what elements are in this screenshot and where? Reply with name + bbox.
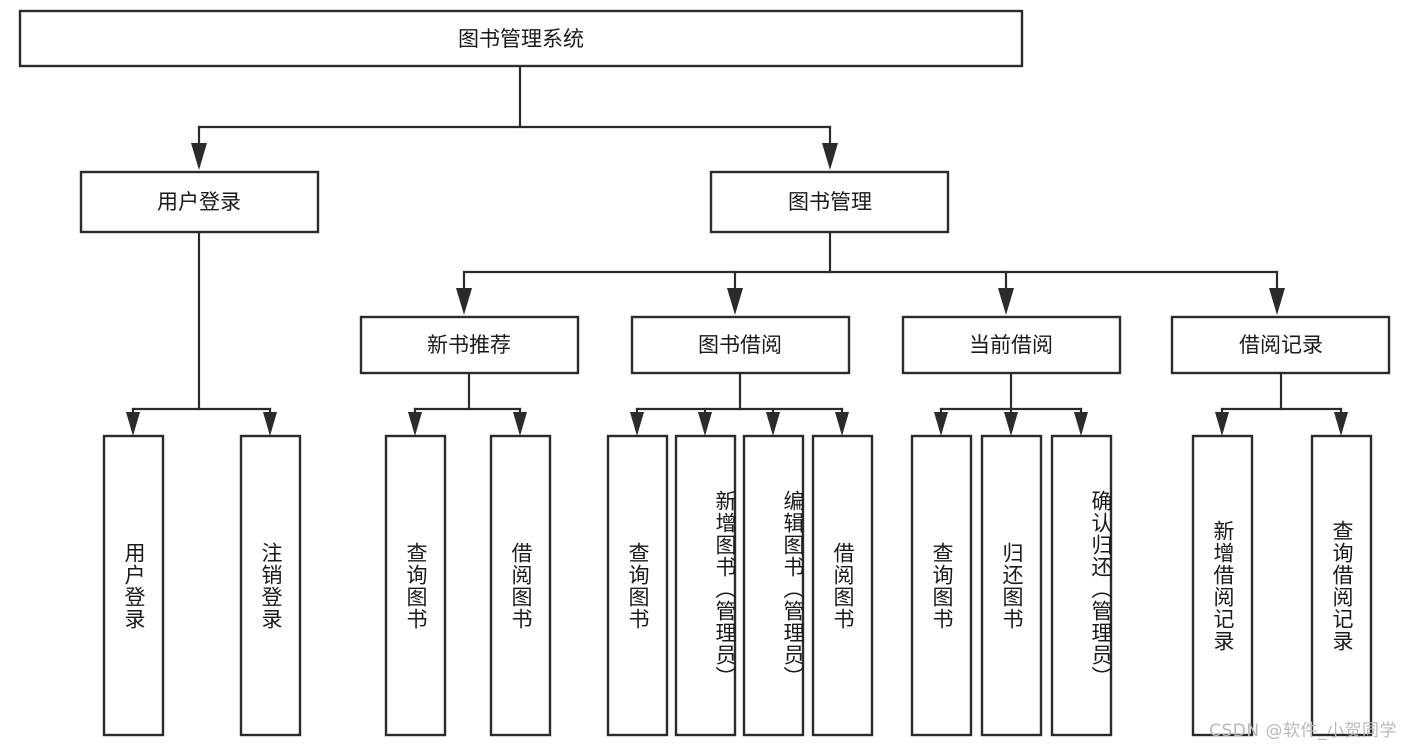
arrow-head-new-book-recommend bbox=[456, 288, 472, 315]
node-leaf-borrow-book-2-box[interactable] bbox=[811, 434, 874, 737]
arrow-head-leaf-logout bbox=[263, 412, 277, 436]
node-leaf-edit-book-box[interactable] bbox=[742, 434, 805, 737]
arrow-head-leaf-borrow-book-1 bbox=[513, 412, 527, 436]
arrow-head-borrow-record bbox=[1269, 288, 1285, 315]
node-borrow-record-box[interactable] bbox=[1170, 315, 1391, 375]
node-root-box[interactable] bbox=[18, 9, 1024, 68]
node-book-management-box[interactable] bbox=[709, 170, 950, 234]
arrow-head-leaf-query-book-1 bbox=[408, 412, 422, 436]
arrow-head-book-management bbox=[822, 143, 838, 170]
node-leaf-add-record-box[interactable] bbox=[1191, 434, 1254, 737]
node-leaf-query-book-3-box[interactable] bbox=[910, 434, 973, 737]
node-new-book-recommend-box[interactable] bbox=[359, 315, 580, 375]
csdn-watermark: CSDN @软件_小贺同学 bbox=[1209, 721, 1397, 741]
node-leaf-query-book-2-box[interactable] bbox=[606, 434, 669, 737]
arrow-head-leaf-query-record bbox=[1334, 412, 1348, 436]
node-root-label: 图书管理系统 bbox=[458, 27, 584, 51]
node-leaf-add-book-box[interactable] bbox=[674, 434, 737, 737]
connector-group-user-login bbox=[126, 230, 277, 436]
node-current-borrow-box[interactable] bbox=[901, 315, 1122, 375]
connector-group-root bbox=[191, 64, 838, 170]
connector-group-book-management bbox=[456, 230, 1285, 315]
node-leaf-return-book-box[interactable] bbox=[980, 434, 1043, 737]
node-current-borrow-label: 当前借阅 bbox=[969, 333, 1053, 357]
connector-group-book-borrow bbox=[630, 371, 849, 436]
node-user-login-box[interactable] bbox=[79, 170, 320, 234]
node-book-borrow-label: 图书借阅 bbox=[698, 333, 782, 357]
node-user-login-label: 用户登录 bbox=[157, 190, 241, 214]
arrow-head-current-borrow bbox=[998, 288, 1014, 315]
arrow-head-leaf-confirm-return bbox=[1074, 412, 1088, 436]
node-leaf-query-record-box[interactable] bbox=[1310, 434, 1373, 737]
arrow-head-user-login bbox=[191, 143, 207, 170]
node-book-management-label: 图书管理 bbox=[788, 190, 872, 214]
connector-group-borrow-record bbox=[1215, 371, 1348, 436]
arrow-head-leaf-query-book-3 bbox=[934, 412, 948, 436]
node-leaf-borrow-book-1-box[interactable] bbox=[489, 434, 552, 737]
node-leaf-query-book-1-box[interactable] bbox=[384, 434, 447, 737]
arrow-head-leaf-return-book bbox=[1004, 412, 1018, 436]
arrow-head-leaf-add-book bbox=[698, 412, 712, 436]
arrow-head-leaf-borrow-book-2 bbox=[835, 412, 849, 436]
node-leaf-confirm-return-box[interactable] bbox=[1050, 434, 1113, 737]
arrow-head-leaf-add-record bbox=[1215, 412, 1229, 436]
arrow-head-leaf-query-book-2 bbox=[630, 412, 644, 436]
node-borrow-record-label: 借阅记录 bbox=[1239, 333, 1323, 357]
node-leaf-logout-box[interactable] bbox=[239, 434, 302, 737]
arrow-head-leaf-user-login bbox=[126, 412, 140, 436]
arrow-head-leaf-edit-book bbox=[766, 412, 780, 436]
connector-group-new-book-recommend bbox=[408, 371, 527, 436]
arrow-head-book-borrow bbox=[727, 288, 743, 315]
node-leaf-user-login-box[interactable] bbox=[102, 434, 165, 737]
connector-group-current-borrow bbox=[934, 371, 1088, 436]
node-new-book-recommend-label: 新书推荐 bbox=[427, 333, 511, 357]
node-book-borrow-box[interactable] bbox=[630, 315, 851, 375]
